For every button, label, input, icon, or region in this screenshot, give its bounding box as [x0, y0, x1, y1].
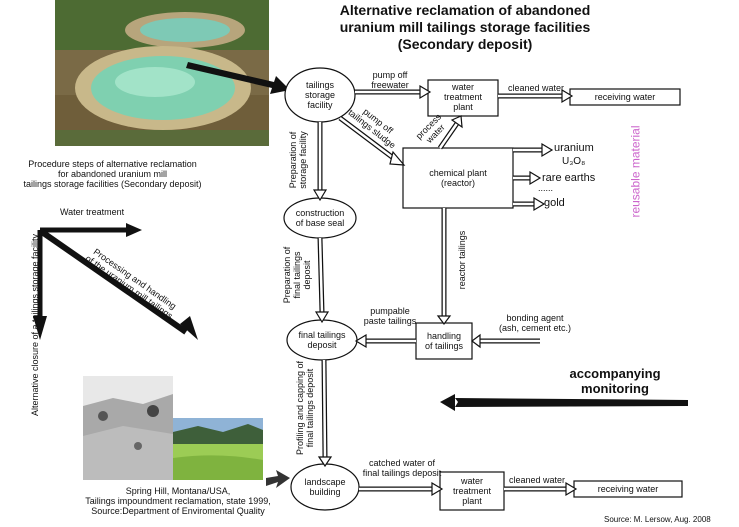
- u3o8-label: U₃O₈: [562, 156, 586, 167]
- photo-caption-line-2: Tailings impoundment reclamation, state …: [85, 496, 271, 506]
- reactor-tailings-label: reactor tailings: [457, 230, 467, 290]
- prep-final-label-line-2: final tailings: [292, 251, 302, 299]
- procedure-arrows: [33, 223, 198, 340]
- left-heading: Procedure steps of alternative reclamati…: [0, 159, 225, 189]
- bonding-agent-label-line-2: (ash, cement etc.): [498, 323, 572, 333]
- photo-to-storage-arrow: [186, 62, 290, 94]
- pump-off-freewater-label-line-2: freewater: [371, 80, 409, 90]
- handling-node: [415, 322, 473, 360]
- cleaned-water-top-label: cleaned water: [508, 83, 565, 93]
- pump-off-freewater-label: pump off freewater: [358, 70, 422, 90]
- bonding-agent-label: bonding agent (ash, cement etc.): [490, 313, 580, 333]
- tailings-storage-label: tailings storage facility: [290, 80, 350, 110]
- prep-storage-label-line-1: Preparation of: [288, 131, 298, 189]
- hollow-arrows: [317, 89, 566, 492]
- prep-final-label: Preparation of final tailings deposit: [282, 230, 312, 320]
- alternative-closure-label: Alternative closure of a tailings storag…: [30, 233, 40, 417]
- bonding-agent-label-line-1: bonding agent: [506, 313, 564, 323]
- water-treatment-top-node: [427, 79, 499, 117]
- chemical-plant-node: [402, 147, 514, 209]
- catched-water-label-line-2: final tailings deposit: [362, 468, 442, 478]
- monitoring-label: accompanying monitoring: [540, 366, 690, 396]
- source-label: Source: M. Lersow, Aug. 2008: [604, 515, 711, 524]
- landscape-label-line-2: building: [309, 487, 341, 497]
- final-deposit-label: final tailings deposit: [287, 330, 357, 350]
- reclaimed-landscape-photo-left: [83, 376, 173, 480]
- gold-label: gold: [544, 197, 565, 209]
- tailings-storage-label-line-3: facility: [307, 100, 333, 110]
- final-deposit-label-line-2: deposit: [307, 340, 337, 350]
- prep-storage-label: Preparation of storage facility: [288, 120, 308, 200]
- prep-final-label-line-3: deposit: [302, 260, 312, 290]
- chemical-plant-label-line-2: (reactor): [440, 178, 475, 188]
- base-seal-label-line-2: of base seal: [295, 218, 345, 228]
- final-deposit-label-line-1: final tailings: [298, 330, 346, 340]
- landscape-label: landscape building: [291, 477, 359, 497]
- water-treatment-arrow-label: Water treatment: [60, 207, 125, 217]
- title-line-1: Alternative reclamation of abandoned: [339, 2, 591, 18]
- water-treatment-bottom-label: water treatment plant: [440, 476, 504, 506]
- photo-caption-line-3: Source:Department of Enviromental Qualit…: [91, 506, 265, 516]
- monitoring-label-line-2: monitoring: [581, 381, 649, 396]
- water-treatment-top-label: water treatment plant: [428, 82, 498, 112]
- handling-label: handling of tailings: [416, 331, 472, 351]
- title-line-2: uranium mill tailings storage facilities: [339, 19, 591, 35]
- tailings-pond-aerial-photo: [55, 0, 269, 146]
- water-treatment-bottom-label-line-3: plant: [462, 496, 482, 506]
- photo-caption: Spring Hill, Montana/USA, Tailings impou…: [80, 486, 276, 516]
- pumpable-label-line-1: pumpable: [370, 306, 410, 316]
- profiling-label: Profiling and capping of final tailings …: [295, 348, 315, 468]
- base-seal-label-line-1: construction: [295, 208, 345, 218]
- catched-water-label: catched water of final tailings deposit: [352, 458, 452, 478]
- profiling-label-line-2: final tailings deposit: [305, 368, 315, 448]
- left-heading-line-1: Procedure steps of alternative reclamati…: [28, 159, 197, 169]
- base-seal-label: construction of base seal: [284, 208, 356, 228]
- ellipsis-label: ......: [538, 183, 554, 193]
- pumpable-label-line-2: paste tailings: [363, 316, 417, 326]
- left-heading-line-3: tailings storage facilities (Secondary d…: [23, 179, 202, 189]
- receiving-water-bottom-label: receiving water: [597, 484, 659, 494]
- chemical-plant-label: chemical plant (reactor): [403, 168, 513, 188]
- reclaimed-landscape-photo-right: [173, 418, 263, 480]
- monitoring-arrow: [455, 398, 688, 407]
- landscape-to-photo-arrow: [266, 470, 290, 488]
- water-treatment-bottom-label-line-1: water: [460, 476, 483, 486]
- chemical-plant-label-line-1: chemical plant: [429, 168, 487, 178]
- pumpable-label: pumpable paste tailings: [350, 306, 430, 326]
- left-heading-line-2: for abandoned uranium mill: [57, 169, 168, 179]
- uranium-label: uranium: [554, 142, 594, 154]
- water-treatment-top-label-line-2: treatment: [443, 92, 483, 102]
- water-treatment-bottom-label-line-2: treatment: [452, 486, 492, 496]
- water-treatment-top-label-line-3: plant: [453, 102, 473, 112]
- landscape-label-line-1: landscape: [304, 477, 346, 487]
- hollow-arrowheads: [312, 84, 578, 497]
- water-treatment-top-label-line-1: water: [451, 82, 474, 92]
- profiling-label-line-1: Profiling and capping of: [295, 360, 305, 456]
- handling-label-line-1: handling: [426, 331, 462, 341]
- tailings-storage-label-line-2: storage: [304, 90, 336, 100]
- cleaned-water-bottom-label: cleaned water: [509, 475, 566, 485]
- photo-caption-line-1: Spring Hill, Montana/USA,: [125, 486, 231, 496]
- rare-earths-label: rare earths: [542, 172, 596, 184]
- prep-storage-label-line-2: storage facility: [298, 131, 308, 189]
- handling-label-line-2: of tailings: [424, 341, 464, 351]
- monitoring-label-line-1: accompanying: [569, 366, 661, 381]
- tailings-storage-label-line-1: tailings: [305, 80, 334, 90]
- reusable-material-label: reusable material: [628, 125, 643, 218]
- title-line-3: (Secondary deposit): [397, 36, 533, 52]
- page-title: Alternative reclamation of abandoned ura…: [300, 2, 630, 53]
- catched-water-label-line-1: catched water of: [368, 458, 436, 468]
- receiving-water-top-label: receiving water: [594, 92, 656, 102]
- prep-final-label-line-1: Preparation of: [282, 246, 292, 304]
- pump-off-freewater-label-line-1: pump off: [372, 70, 408, 80]
